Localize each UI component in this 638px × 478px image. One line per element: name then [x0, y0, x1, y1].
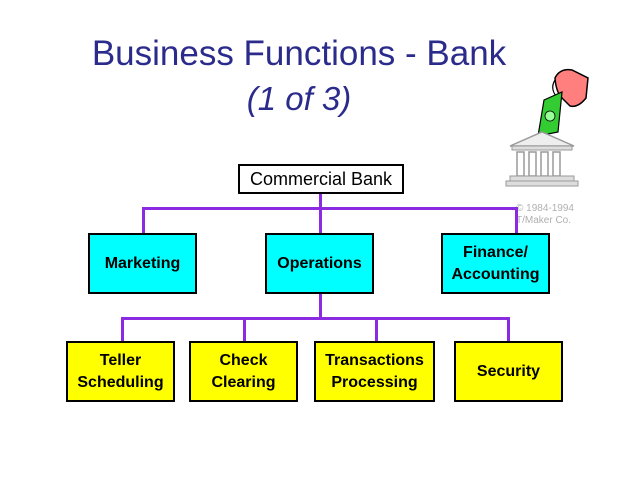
- node-finance-accounting: Finance/ Accounting: [441, 233, 550, 294]
- node-security: Security: [454, 341, 563, 402]
- connector: [319, 207, 322, 233]
- node-transactions-processing: Transactions Processing: [314, 341, 435, 402]
- connector: [142, 207, 145, 233]
- copyright-note: © 1984-1994 T/Maker Co.: [516, 203, 574, 226]
- connector: [243, 317, 246, 341]
- connector: [515, 207, 518, 233]
- slide-subtitle: (1 of 3): [246, 80, 352, 117]
- slide-title: Business Functions - Bank: [91, 34, 507, 73]
- connector: [142, 207, 518, 210]
- node-teller-scheduling: Teller Scheduling: [66, 341, 175, 402]
- bank-clipart-icon: [505, 68, 589, 187]
- connector: [507, 317, 510, 341]
- connector: [319, 294, 322, 318]
- node-operations: Operations: [265, 233, 374, 294]
- connector: [319, 194, 322, 208]
- connector: [121, 317, 510, 320]
- node-check-clearing: Check Clearing: [189, 341, 298, 402]
- connector: [121, 317, 124, 341]
- connector: [375, 317, 378, 341]
- node-commercial-bank: Commercial Bank: [238, 164, 404, 194]
- node-marketing: Marketing: [88, 233, 197, 294]
